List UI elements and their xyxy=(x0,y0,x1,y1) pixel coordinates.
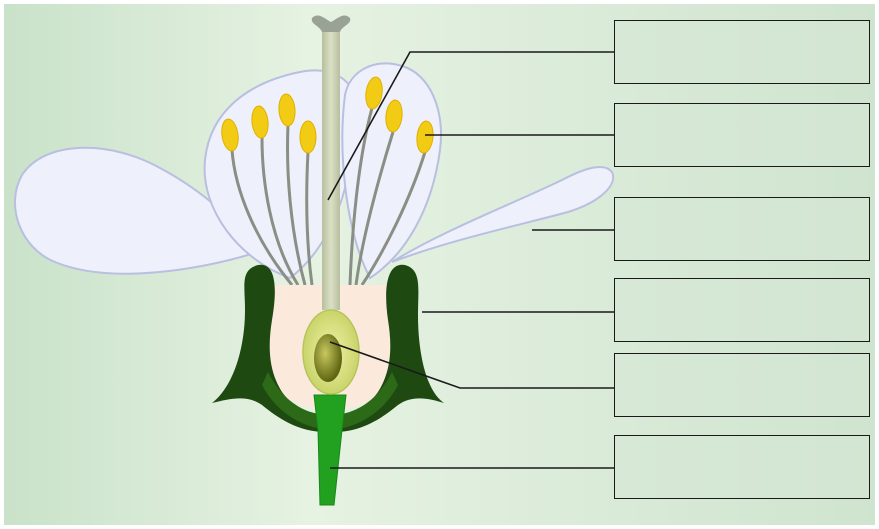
ovule xyxy=(314,334,342,382)
label-box-3[interactable] xyxy=(614,197,870,261)
anther xyxy=(300,121,316,153)
label-box-5[interactable] xyxy=(614,353,870,417)
style xyxy=(322,28,340,310)
label-box-2[interactable] xyxy=(614,103,870,167)
label-box-1[interactable] xyxy=(614,20,870,84)
label-box-6[interactable] xyxy=(614,435,870,499)
label-box-4[interactable] xyxy=(614,278,870,342)
